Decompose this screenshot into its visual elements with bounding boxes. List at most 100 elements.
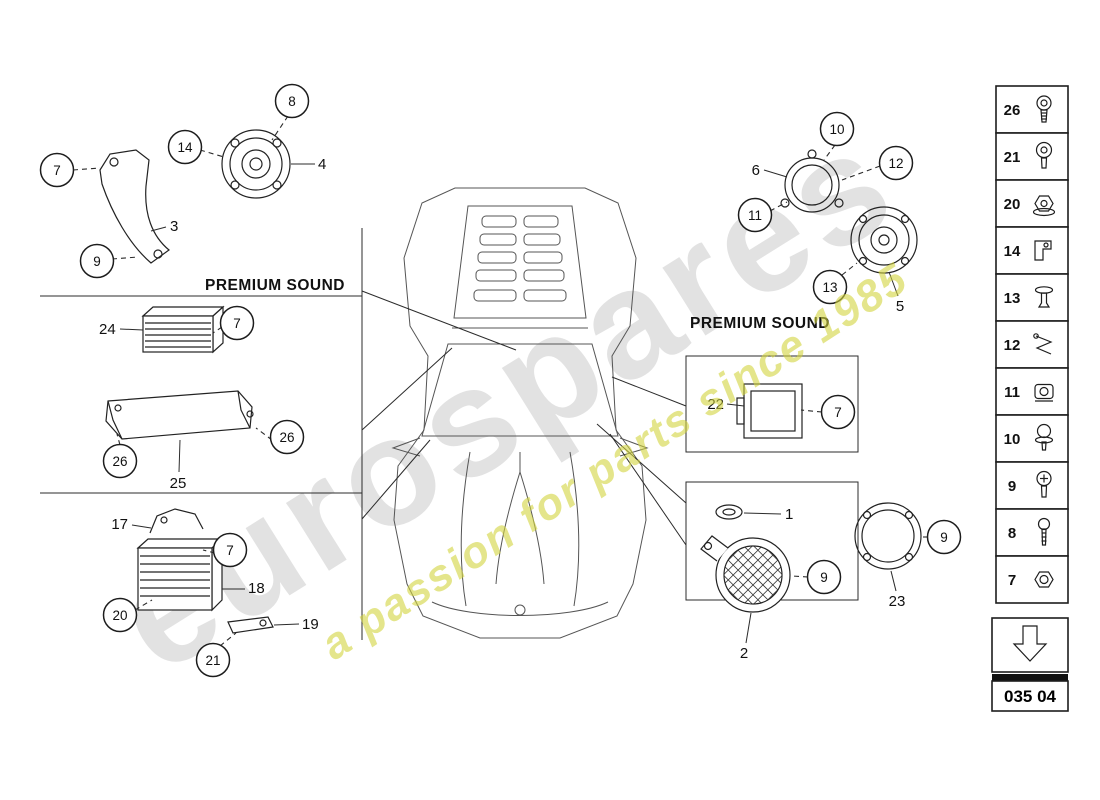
legend-row-26[interactable]: 26: [995, 85, 1069, 134]
direction-arrow-box: [991, 617, 1069, 673]
part-speaker-4: [221, 129, 291, 199]
part-label-4[interactable]: 4: [318, 156, 326, 173]
page-code-box[interactable]: 035 04: [991, 674, 1069, 712]
callout-26-left[interactable]: 26: [102, 443, 138, 479]
svg-text:26: 26: [1004, 102, 1021, 119]
callout-20[interactable]: 20: [102, 597, 138, 633]
rivet-icon: [1034, 286, 1054, 308]
callout-12[interactable]: 12: [878, 145, 914, 181]
speed-nut-icon: [1034, 383, 1054, 402]
part-label-22[interactable]: 22: [707, 396, 724, 413]
legend-row-11[interactable]: 11: [995, 367, 1069, 416]
left-mirror: [391, 437, 421, 457]
callout-11[interactable]: 11: [737, 197, 773, 233]
svg-text:8: 8: [1008, 525, 1016, 542]
speaker-2-grille: [724, 546, 782, 604]
callout-26-right[interactable]: 26: [269, 419, 305, 455]
part-ring-23: [854, 502, 922, 570]
svg-text:26: 26: [112, 454, 127, 469]
callout-9-topleft[interactable]: 9: [79, 243, 115, 279]
part-label-24[interactable]: 24: [99, 321, 116, 338]
svg-text:26: 26: [279, 430, 294, 445]
callout-14[interactable]: 14: [167, 129, 203, 165]
long-screw-icon: [1037, 517, 1051, 546]
car-top-view-illustration: [391, 187, 649, 639]
legend-row-9[interactable]: 9: [995, 461, 1069, 510]
legend-row-10[interactable]: 10: [995, 414, 1069, 463]
hex-nut-icon: [1034, 571, 1054, 588]
car-leader-lines: [361, 290, 687, 546]
callout-8[interactable]: 8: [274, 83, 310, 119]
callout-13[interactable]: 13: [812, 269, 848, 305]
part-label-3[interactable]: 3: [170, 218, 178, 235]
svg-text:13: 13: [1004, 290, 1021, 307]
callout-9-ring23[interactable]: 9: [926, 519, 962, 555]
part-bracket-6: [780, 149, 844, 213]
amplifier-18-fins: [140, 555, 210, 597]
svg-text:7: 7: [53, 163, 61, 178]
svg-text:9: 9: [1008, 478, 1016, 495]
premium-sound-left-label: PREMIUM SOUND: [205, 277, 345, 294]
svg-text:7: 7: [233, 316, 241, 331]
premium-sound-right-label: PREMIUM SOUND: [690, 315, 830, 332]
part-label-5[interactable]: 5: [896, 298, 904, 315]
svg-text:20: 20: [1004, 196, 1021, 213]
part-amplifier-24: [141, 305, 225, 354]
part-label-25[interactable]: 25: [170, 475, 187, 492]
part-label-23[interactable]: 23: [889, 593, 906, 610]
part-label-1[interactable]: 1: [785, 506, 793, 523]
callout-7-ecu22[interactable]: 7: [820, 394, 856, 430]
callout-7-topleft[interactable]: 7: [39, 152, 75, 188]
legend-row-14[interactable]: 14: [995, 226, 1069, 275]
legend-row-21[interactable]: 21: [995, 132, 1069, 181]
part-control-unit-22: [736, 383, 803, 439]
svg-text:13: 13: [822, 280, 837, 295]
svg-text:7: 7: [834, 405, 842, 420]
legend-row-13[interactable]: 13: [995, 273, 1069, 322]
callout-10[interactable]: 10: [819, 111, 855, 147]
right-mid-leaders: [763, 144, 899, 297]
callout-21[interactable]: 21: [195, 642, 231, 678]
legend-row-7[interactable]: 7: [995, 555, 1069, 604]
svg-text:14: 14: [1004, 243, 1021, 260]
control-unit-box-frame: [685, 355, 859, 453]
svg-text:9: 9: [93, 254, 101, 269]
callout-7-amp24[interactable]: 7: [219, 305, 255, 341]
svg-text:10: 10: [1004, 431, 1021, 448]
spring-clip-icon: [1033, 333, 1053, 355]
svg-text:20: 20: [112, 608, 127, 623]
part-label-2[interactable]: 2: [740, 645, 748, 662]
svg-text:21: 21: [1004, 149, 1021, 166]
control-unit-leaders: [726, 403, 823, 413]
legend-row-12[interactable]: 12: [995, 320, 1069, 369]
section-dividers: [40, 228, 363, 640]
part-label-6[interactable]: 6: [752, 162, 760, 179]
legend-row-20[interactable]: 20: [995, 179, 1069, 228]
svg-text:10: 10: [829, 122, 844, 137]
part-label-19[interactable]: 19: [302, 616, 319, 633]
svg-text:11: 11: [748, 208, 762, 223]
part-speaker-2: [700, 535, 791, 613]
svg-text:7: 7: [226, 543, 234, 558]
part-bracket-25: [105, 390, 254, 440]
callout-9-speaker2[interactable]: 9: [806, 559, 842, 595]
svg-text:7: 7: [1008, 572, 1016, 589]
engine-cover-slats: [473, 215, 567, 302]
svg-text:14: 14: [177, 140, 193, 155]
svg-text:8: 8: [288, 94, 296, 109]
part-bracket-17: [149, 508, 204, 534]
pan-screw-icon: [1036, 95, 1052, 123]
legend-row-8[interactable]: 8: [995, 508, 1069, 557]
fastener-legend: 26 21 20: [995, 85, 1069, 604]
bottom-right-leaders: [743, 512, 928, 644]
torx-screw-icon: [1035, 141, 1053, 169]
part-bracket-3: [99, 149, 170, 264]
callout-7-amp18[interactable]: 7: [212, 532, 248, 568]
svg-text:21: 21: [205, 653, 220, 668]
part-label-18[interactable]: 18: [248, 580, 265, 597]
svg-text:12: 12: [888, 156, 903, 171]
right-mirror: [619, 437, 649, 457]
bolt-icon: [1036, 470, 1052, 498]
part-label-17[interactable]: 17: [111, 516, 128, 533]
